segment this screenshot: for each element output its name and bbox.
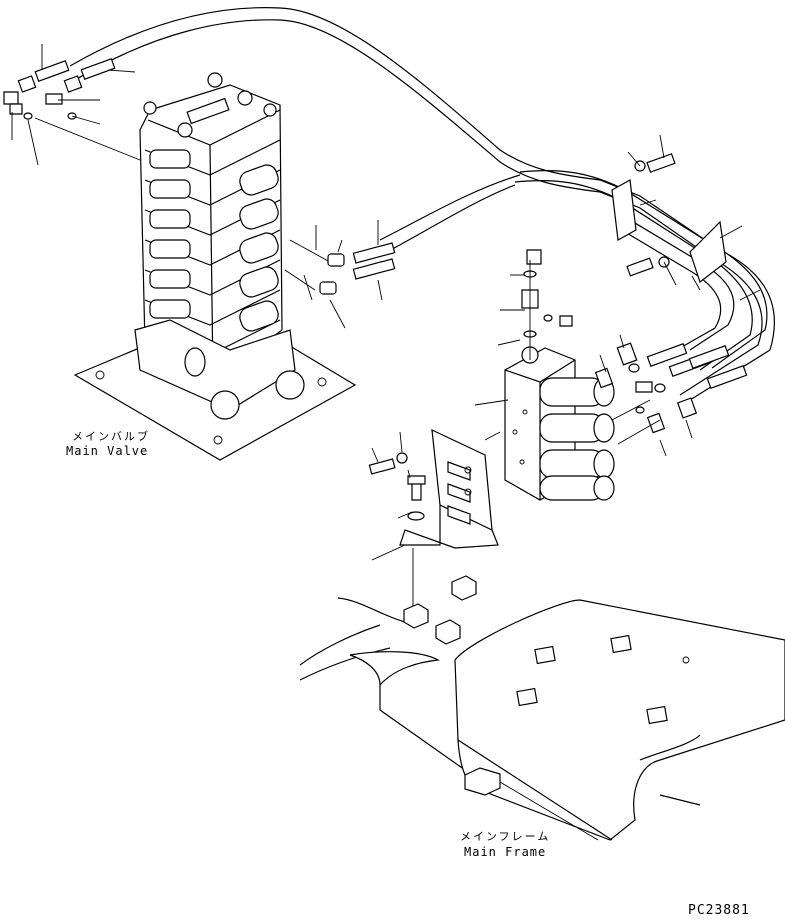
- valve-side-fittings: [285, 220, 395, 328]
- main-valve: [75, 73, 355, 460]
- solenoid-bracket: [369, 430, 500, 610]
- drawing-number: PC23881: [688, 903, 750, 918]
- main-frame-label-en: Main Frame: [464, 845, 547, 859]
- hose-bundle: [70, 8, 774, 400]
- main-frame: [300, 576, 785, 840]
- hose-fitting-top-left: [4, 59, 115, 119]
- main-valve-label-en: Main Valve: [66, 444, 149, 458]
- main-valve-label-jp: メインバルブ: [72, 430, 150, 443]
- main-frame-label-jp: メインフレーム: [460, 830, 551, 843]
- leader-lines-right: [692, 276, 760, 300]
- hose-clamps: [612, 135, 742, 285]
- solenoid-valve: [475, 250, 747, 500]
- leader-lines-top-left: [12, 44, 140, 165]
